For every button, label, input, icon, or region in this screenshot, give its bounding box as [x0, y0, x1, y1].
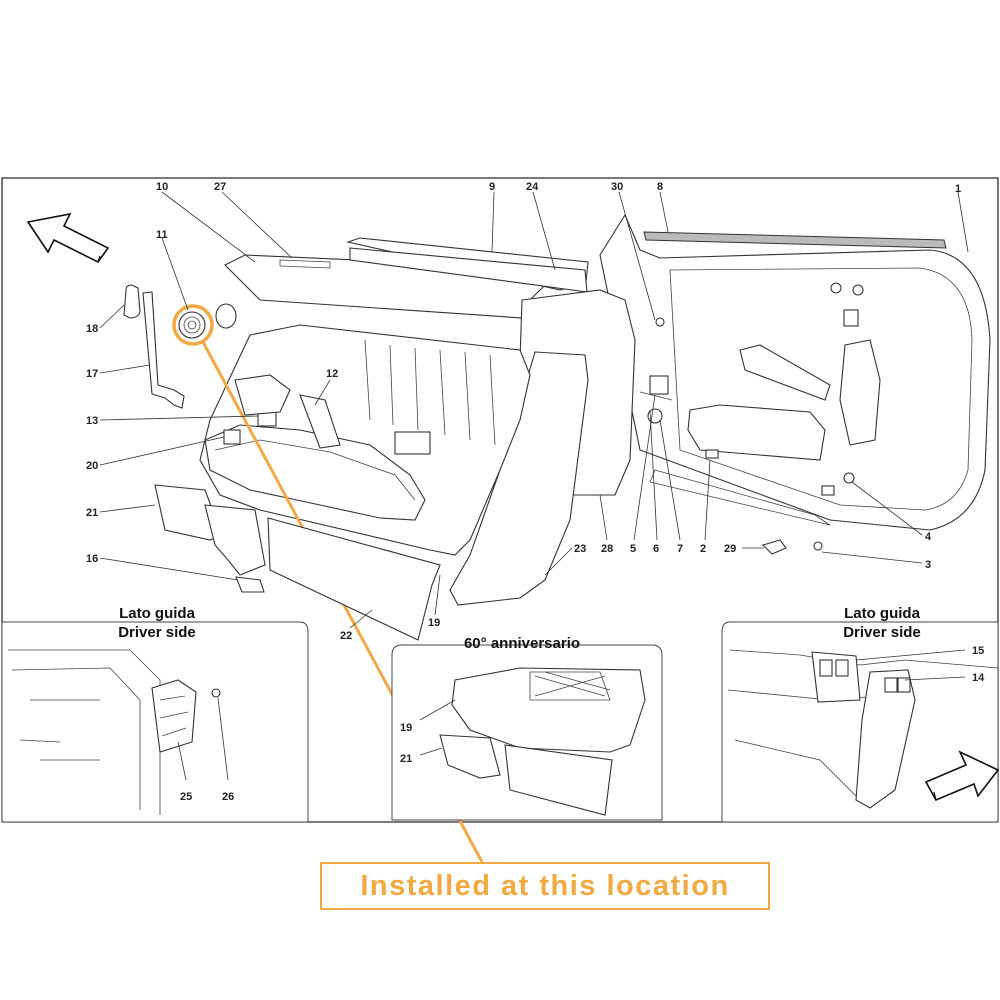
- part-number-9: 9: [489, 181, 495, 193]
- callout-text: Installed at this location: [360, 869, 730, 902]
- part-number-6: 6: [653, 543, 659, 555]
- part-number-11: 11: [156, 229, 168, 241]
- part-number-13: 13: [86, 415, 98, 427]
- part-number-23: 23: [574, 543, 586, 555]
- inset-center-title: 60° anniversario: [464, 635, 580, 652]
- inset-left-title-it: Lato guida: [119, 605, 195, 622]
- leader-lines: [99, 191, 969, 629]
- inset-right-title-it: Lato guida: [844, 605, 920, 622]
- part-number-28: 28: [601, 543, 613, 555]
- part-number-30: 30: [611, 181, 623, 193]
- inset-left-driver-side: 25 26: [1, 621, 309, 823]
- part-number-17: 17: [86, 368, 98, 380]
- part-number-14: 14: [972, 672, 985, 684]
- part-number-19: 19: [428, 617, 440, 629]
- part-number-7: 7: [677, 543, 683, 555]
- part-numbers: 10 27 9 24 30 8 1 11 18 17 12 13 20 21 1…: [86, 181, 961, 642]
- part-number-4: 4: [925, 531, 932, 543]
- weather-strip: [643, 231, 947, 249]
- part-number-10: 10: [156, 181, 168, 193]
- part-number-18: 18: [86, 323, 98, 335]
- inset-left-title-en: Driver side: [118, 624, 196, 641]
- part-number-15: 15: [972, 645, 984, 657]
- part-number-25: 25: [180, 791, 192, 803]
- latch-hardware: [639, 317, 673, 424]
- inset-right-title-en: Driver side: [843, 624, 921, 641]
- part-number-5: 5: [630, 543, 636, 555]
- part-number-20: 20: [86, 460, 98, 472]
- lower-pockets: [154, 484, 441, 641]
- door-handle: [123, 284, 185, 409]
- part-number-26: 26: [222, 791, 234, 803]
- part-number-16: 16: [86, 553, 98, 565]
- side-cushion-panel: [449, 351, 589, 606]
- part-number-24: 24: [526, 181, 539, 193]
- inset-right-driver-side: 15 14: [721, 621, 1000, 823]
- part-number-27: 27: [214, 181, 226, 193]
- speaker-grille: [178, 311, 206, 339]
- top-cover-strip: [345, 237, 589, 293]
- part-number-2: 2: [700, 543, 706, 555]
- part-number-8: 8: [657, 181, 663, 193]
- callout-banner: Installed at this location: [320, 862, 770, 910]
- highlight-circle-icon: [172, 304, 214, 346]
- direction-arrow-icon: [26, 212, 110, 264]
- part-number-29: 29: [724, 543, 736, 555]
- inset-center-anniversary: 19 21: [391, 644, 663, 821]
- part-number-22: 22: [340, 630, 352, 642]
- direction-arrow-icon: [924, 750, 1000, 802]
- part-number-12: 12: [326, 368, 338, 380]
- diagram-frame: [1, 177, 999, 823]
- part-number-19-inset: 19: [400, 722, 412, 734]
- part-number-21-inset: 21: [400, 753, 412, 765]
- door-shell: [599, 213, 991, 531]
- fasteners: [761, 472, 855, 555]
- part-number-21: 21: [86, 507, 98, 519]
- part-number-3: 3: [925, 559, 931, 571]
- part-number-1: 1: [955, 183, 961, 195]
